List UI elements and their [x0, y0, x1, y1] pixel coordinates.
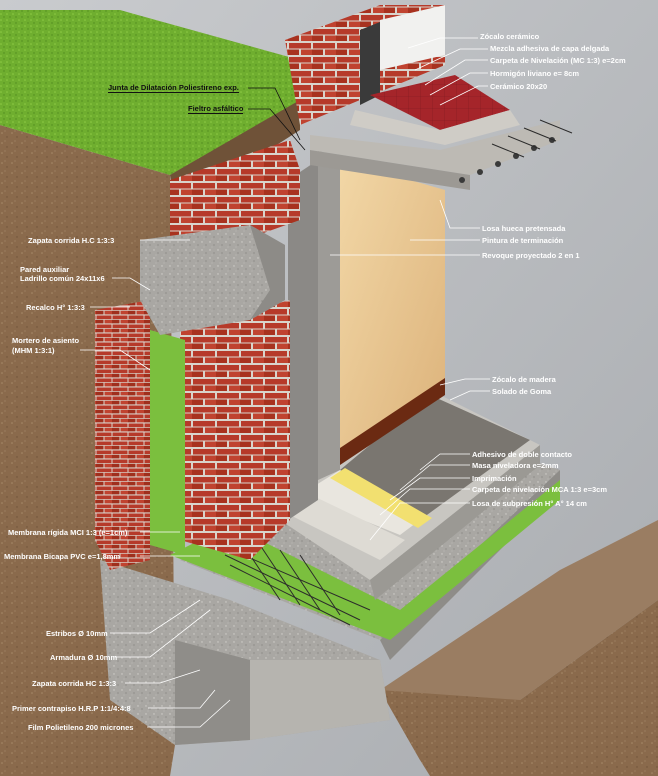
label-losa-hueca: Losa hueca pretensada — [482, 224, 566, 233]
label-fieltro-asfaltico: Fieltro asfáltico — [188, 104, 244, 114]
interior-wall-painted — [340, 160, 445, 460]
floor-yellow-adhesive — [330, 468, 432, 528]
label-zapata-corrida-bottom: Zapata corrida HC 1:3:3 — [32, 679, 117, 688]
upper-brick-wall — [170, 140, 300, 245]
label-pintura-terminacion: Pintura de terminación — [482, 236, 564, 245]
label-zapata-corrida-top: Zapata corrida H.C 1:3:3 — [28, 236, 115, 245]
top-dark-seal — [360, 22, 380, 105]
wall-render-edge — [318, 150, 340, 480]
upper-footing-curve — [250, 225, 285, 320]
foundation-footing-right — [250, 660, 390, 740]
upper-red-tile-floor — [370, 75, 510, 130]
label-pared-auxiliar-2: Ladrillo común 24x11x6 — [20, 274, 105, 283]
label-mortero-asiento-2: (MHM 1:3:1) — [12, 346, 55, 355]
label-solado-goma: Solado de Goma — [492, 387, 552, 396]
main-brick-wall — [180, 300, 290, 560]
top-ceramic-plinth — [380, 5, 445, 70]
upper-footing — [140, 225, 285, 335]
green-membrane-vertical — [150, 330, 185, 555]
label-carpeta-nivelacion-top: Carpeta de Nivelación (MC 1:3) e=2cm — [490, 56, 626, 65]
label-losa-subpresion: Losa de subpresión H° A° 14 cm — [472, 499, 587, 508]
label-carpeta-nivelacion-mca: Carpeta de nivelación MCA 1:3 e=3cm — [472, 485, 607, 494]
label-mezcla-adhesiva: Mezcla adhesiva de capa delgada — [490, 44, 610, 53]
label-zocalo-madera: Zócalo de madera — [492, 375, 556, 384]
label-adhesivo-contacto: Adhesivo de doble contacto — [472, 450, 573, 459]
label-imprimacion: Imprimación — [472, 474, 517, 483]
label-masa-niveladora: Masa niveladora e=2mm — [472, 461, 559, 470]
label-armadura: Armadura Ø 10mm — [50, 653, 118, 662]
slab-rebars — [491, 119, 573, 158]
label-film-polietileno: Film Polietileno 200 micrones — [28, 723, 134, 732]
label-estribos: Estribos Ø 10mm — [46, 629, 108, 638]
label-zocalo-ceramico: Zócalo cerámico — [480, 32, 540, 41]
label-mortero-asiento-1: Mortero de asiento — [12, 336, 80, 345]
wall-render-grey — [288, 160, 318, 520]
wood-baseboard — [340, 378, 445, 465]
auxiliary-brick-wall — [95, 300, 150, 570]
label-junta-dilatacion: Junta de Dilatación Poliestireno exp. — [108, 83, 239, 93]
floor-primer-strip — [300, 470, 420, 535]
label-membrana-rigida: Membrana rígida MCI 1:3 (e=1cm) — [8, 528, 128, 537]
label-recalco: Recalco H° 1:3:3 — [26, 303, 85, 312]
hollow-core-slab-front — [310, 150, 470, 190]
leader-lines — [80, 37, 490, 728]
label-hormigon-liviano: Hormigón liviano e= 8cm — [490, 69, 579, 78]
upper-concrete-layer — [350, 110, 520, 145]
soil-right-front — [380, 600, 658, 776]
label-membrana-bicapa: Membrana Bicapa PVC e=1,8mm — [4, 552, 121, 561]
label-primer-contrapiso: Primer contrapiso H.R.P 1:1/4:4:8 — [12, 704, 131, 713]
label-pared-auxiliar-1: Pared auxiliar — [20, 265, 70, 274]
hollow-core-holes — [459, 137, 555, 183]
floor-leveling-edge — [370, 445, 540, 600]
label-ceramico: Cerámico 20x20 — [490, 82, 548, 91]
label-revoque-proyectado: Revoque proyectado 2 en 1 — [482, 251, 580, 260]
